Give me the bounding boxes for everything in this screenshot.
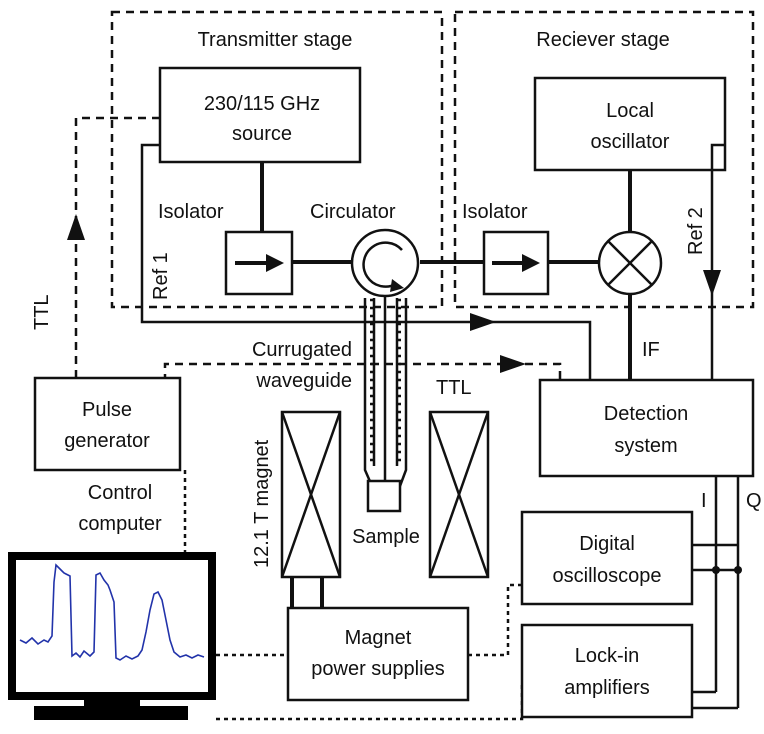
detection-label-line2: system — [614, 435, 677, 457]
lockin-label-line2: amplifiers — [564, 677, 650, 699]
ttl-left-label: TTL — [31, 294, 53, 330]
source-box — [158, 66, 362, 164]
ref1-arrow-head — [470, 313, 496, 331]
mixer-cross-b — [607, 240, 653, 286]
circulator-arrow — [362, 241, 403, 288]
power-supplies-label-line2: power supplies — [311, 658, 444, 680]
sample-box — [366, 479, 402, 513]
transmitter-stage-frame — [110, 10, 444, 309]
ref1-line — [140, 143, 592, 380]
magnet-coil-right — [428, 410, 490, 579]
oscilloscope-box — [520, 510, 694, 606]
source-label-line2: source — [232, 123, 292, 145]
ttl-mid-arrow-head — [500, 355, 526, 373]
magnet-label: 12.1 T magnet — [251, 439, 273, 568]
circulator-arrow-head — [390, 279, 404, 292]
oscilloscope-label-line1: Digital — [579, 533, 635, 555]
computer-to-oscilloscope-line — [468, 583, 522, 657]
pulse-generator-label-line2: generator — [64, 430, 150, 452]
monitor-screen — [16, 560, 208, 692]
transmitter-stage-label: Transmitter stage — [198, 29, 353, 51]
local-oscillator-label-line1: Local — [606, 100, 654, 122]
power-supplies-label-line1: Magnet — [345, 627, 412, 649]
isolator-left-arrow-head — [266, 254, 284, 272]
receiver-stage-frame — [453, 10, 755, 309]
if-label: IF — [642, 339, 660, 361]
receiver-stage-label: Reciever stage — [536, 29, 669, 51]
channel-i-label: I — [701, 490, 707, 512]
detection-label-line1: Detection — [604, 403, 689, 425]
channel-q-label: Q — [746, 490, 762, 512]
ttl-left-line — [74, 116, 160, 378]
isolator-right-label: Isolator — [462, 201, 528, 223]
ref2-arrow-head — [703, 270, 721, 296]
sample-label: Sample — [352, 526, 420, 548]
power-supplies-box — [286, 606, 470, 702]
circulator-label: Circulator — [310, 201, 396, 223]
waveguide-label-line2: waveguide — [255, 370, 352, 392]
local-oscillator-box — [533, 76, 727, 172]
ref2-line — [710, 143, 725, 380]
magnet-coil-left — [280, 410, 342, 579]
ttl-left-arrow-head — [67, 214, 85, 240]
detection-system-box — [538, 378, 755, 478]
lockin-label-line1: Lock-in — [575, 645, 639, 667]
isolator-left-label: Isolator — [158, 201, 224, 223]
ttl-mid-line — [163, 362, 562, 382]
control-computer-label-line2: computer — [78, 513, 162, 535]
ref1-label: Ref 1 — [150, 252, 172, 300]
spectrum-trace — [19, 563, 205, 661]
waveguide-label-line1: Currugated — [252, 339, 352, 361]
oscilloscope-label-line2: oscilloscope — [553, 565, 662, 587]
control-computer-label-line1: Control — [88, 482, 152, 504]
ref2-label: Ref 2 — [685, 207, 707, 255]
isolator-right-arrow-head — [522, 254, 540, 272]
monitor-icon — [8, 552, 216, 720]
lockin-box — [520, 623, 694, 719]
pulse-generator-box — [33, 376, 182, 472]
ttl-mid-label: TTL — [436, 377, 472, 399]
local-oscillator-label-line2: oscillator — [591, 131, 670, 153]
corrugated-waveguide — [363, 296, 408, 487]
pulse-generator-label-line1: Pulse — [82, 399, 132, 421]
source-label-line1: 230/115 GHz — [204, 93, 320, 115]
